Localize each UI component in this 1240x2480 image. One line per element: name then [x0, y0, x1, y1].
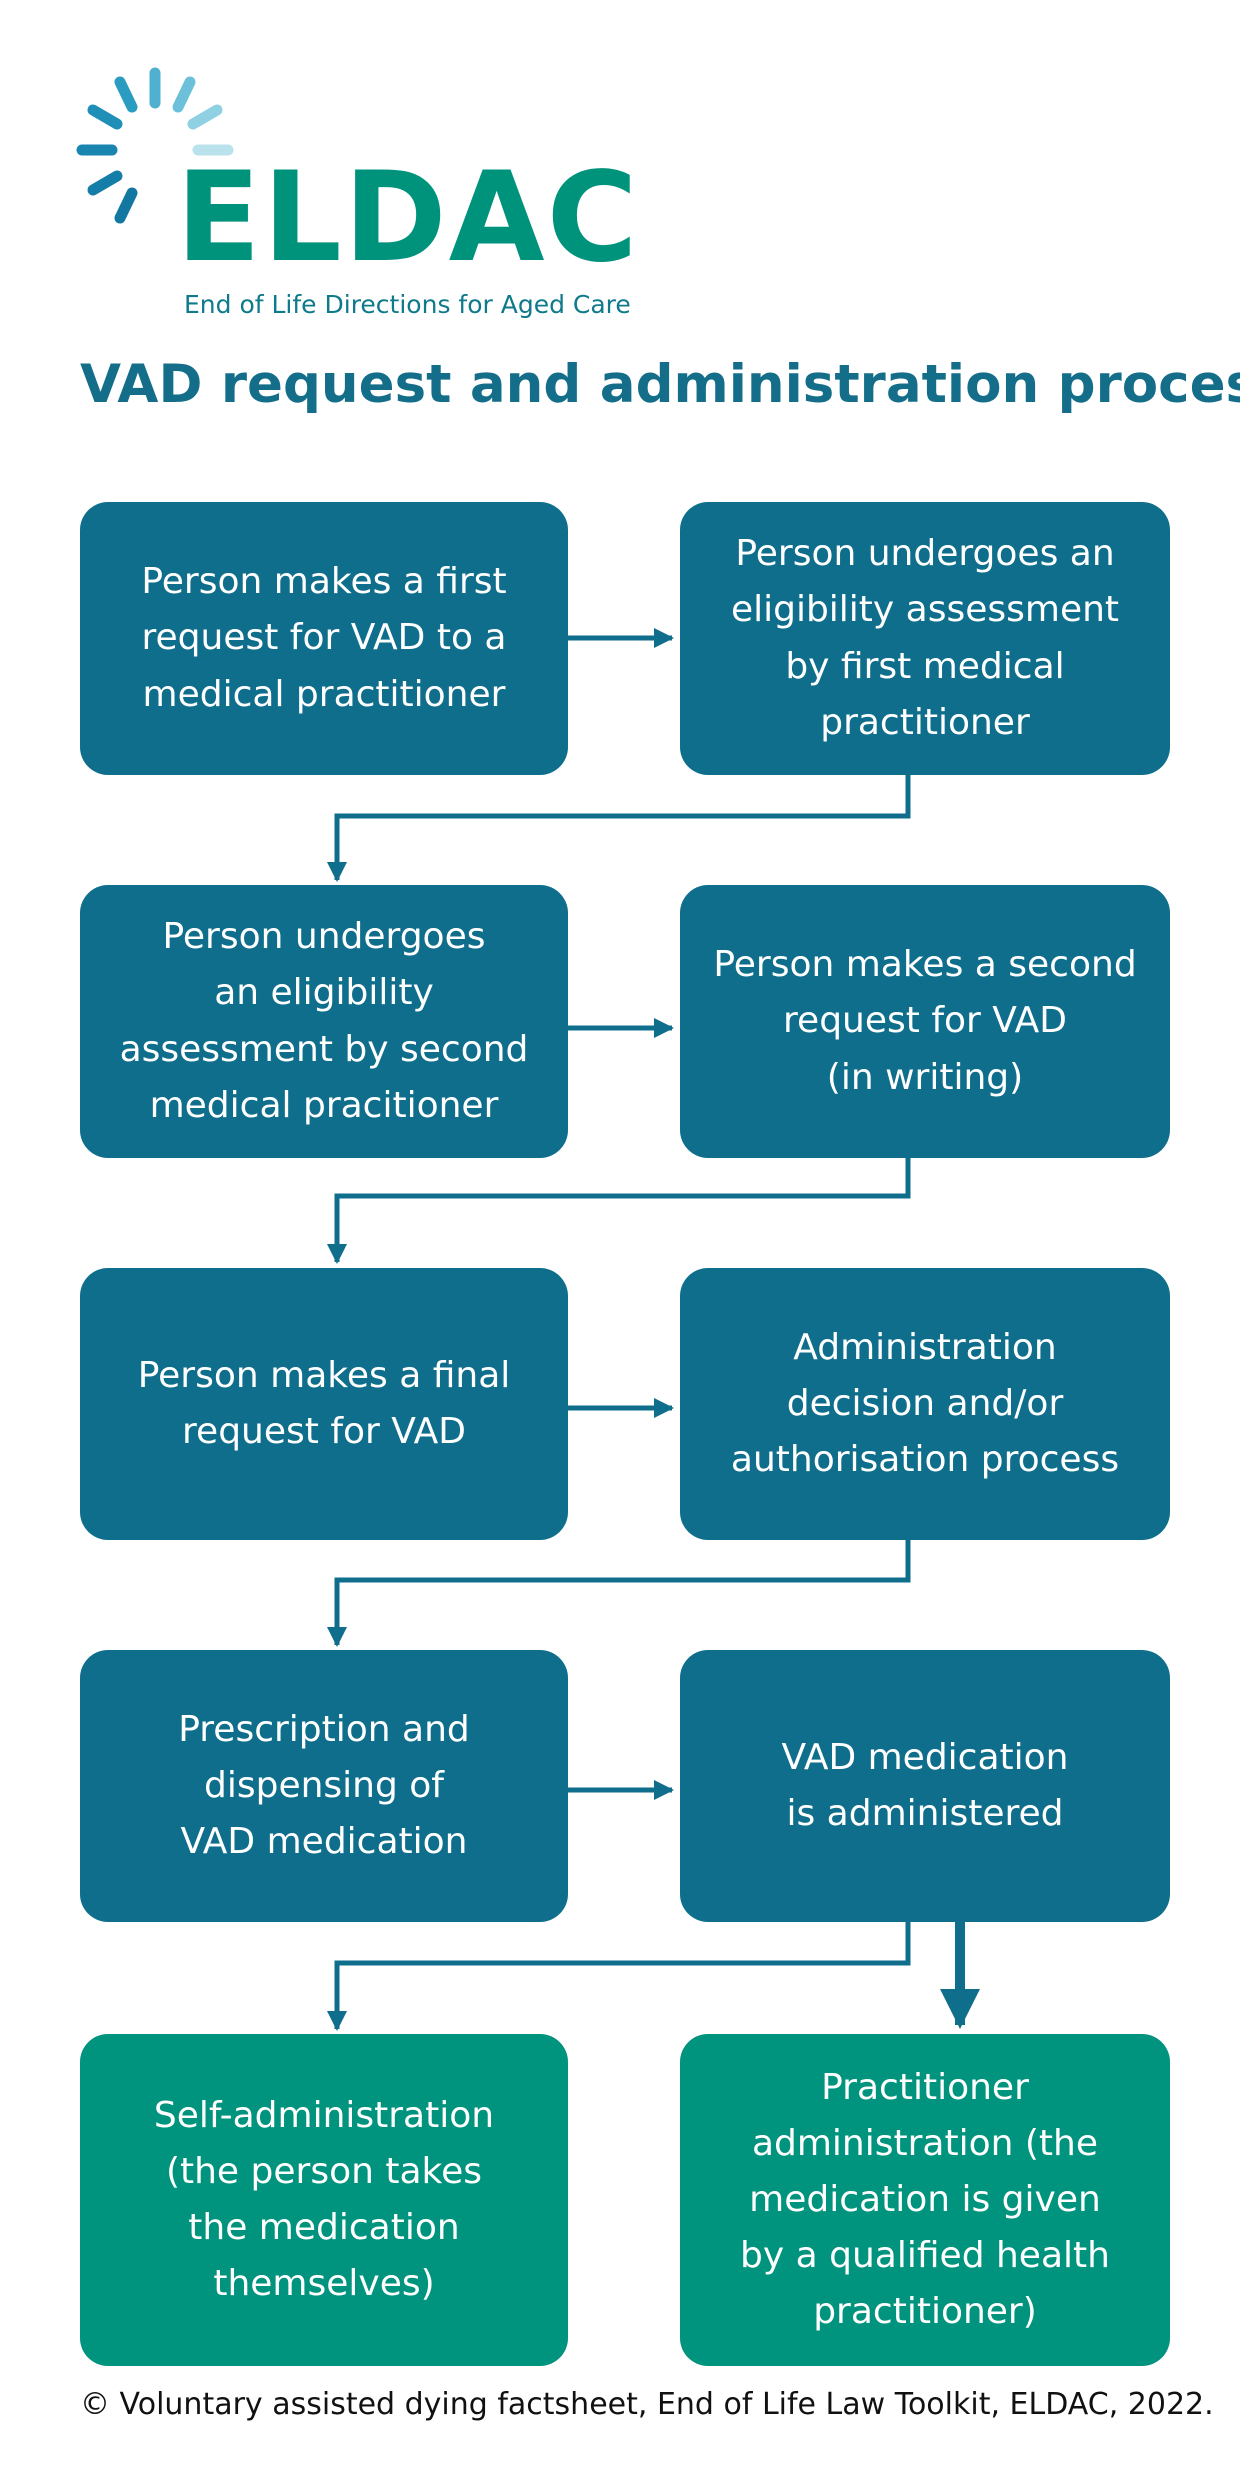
- step-first-assessment: Person undergoes an eligibility assessme…: [680, 502, 1170, 775]
- copyright-footer: © Voluntary assisted dying factsheet, En…: [80, 2387, 1214, 2422]
- arrow-second-request-to-final-request: [327, 1158, 911, 1264]
- step-second-assessment: Person undergoes an eligibility assessme…: [80, 885, 568, 1158]
- step-prescription: Prescription and dispensing of VAD medic…: [80, 1650, 568, 1922]
- brand-tagline: End of Life Directions for Aged Care: [184, 290, 631, 319]
- outcome-self-administration: Self-administration (the person takes th…: [80, 2034, 568, 2366]
- arrow-medication-to-self-administration: [327, 1922, 911, 2031]
- step-first-request: Person makes a first request for VAD to …: [80, 502, 568, 775]
- step-second-request: Person makes a second request for VAD (i…: [680, 885, 1170, 1158]
- arrow-administration-decision-to-prescription: [327, 1540, 911, 1647]
- step-final-request: Person makes a final request for VAD: [80, 1268, 568, 1540]
- arrow-first-assessment-to-second-assessment: [327, 775, 911, 882]
- page-title: VAD request and administration process: [80, 354, 1240, 415]
- step-medication-administered: VAD medication is administered: [680, 1650, 1170, 1922]
- outcome-practitioner-administration: Practitioner administration (the medicat…: [680, 2034, 1170, 2366]
- step-administration-decision: Administration decision and/or authorisa…: [680, 1268, 1170, 1540]
- eldac-logo-icon: [76, 67, 234, 224]
- brand-wordmark: ELDAC: [176, 146, 640, 290]
